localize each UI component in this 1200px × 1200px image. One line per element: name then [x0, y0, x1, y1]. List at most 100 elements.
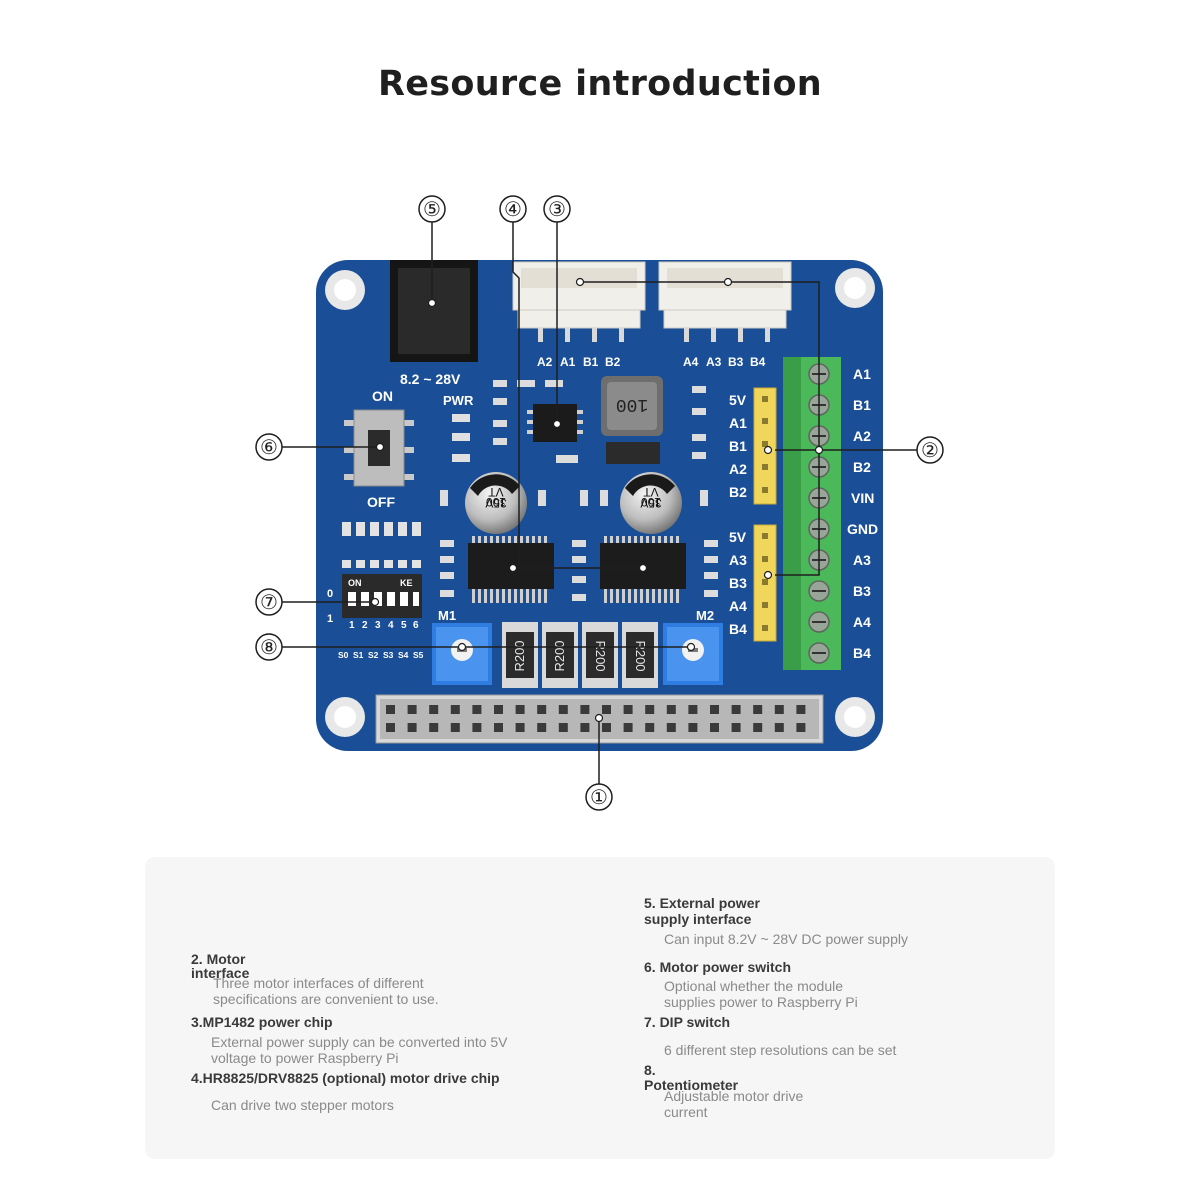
dip-s-label: S4 [398, 650, 409, 660]
gpio-pin [407, 705, 417, 714]
screw-terminal-block [783, 357, 841, 670]
dip-s-labels: S0 S1 S2 S3 S4 S5 [338, 650, 424, 660]
pin-header-2-labels: 5V A3 B3 A4 B4 [729, 529, 747, 637]
pin-label: B3 [728, 355, 744, 369]
callout-8: ⑧ [255, 633, 283, 661]
callout-7: ⑦ [255, 588, 283, 616]
gpio-pin [407, 723, 417, 732]
info-drive-chip: 4.HR8825/DRV8825 (optional) motor drive … [191, 1070, 500, 1113]
dip-number: 6 [413, 620, 419, 631]
terminal-label: B1 [853, 397, 871, 413]
callout-number: ① [590, 785, 608, 809]
potentiometer-m1 [432, 623, 492, 685]
gpio-pin [494, 705, 503, 714]
dip-row-1-label: 1 [327, 613, 333, 625]
right-connector-pin-labels: A4 A3 B3 B4 [683, 355, 766, 369]
callout-dots [370, 277, 824, 723]
potentiometer-m2 [663, 623, 723, 685]
callout-number: ② [921, 438, 939, 462]
callout-number: ⑧ [260, 635, 278, 659]
dip-row-0-label: 0 [327, 588, 333, 600]
page-title: Resource introduction [377, 64, 823, 104]
gpio-pin [580, 723, 590, 732]
gpio-pin [429, 723, 439, 732]
info-desc: 6 different step resolutions can be set [664, 1042, 897, 1058]
info-title: 7. DIP switch [644, 1014, 731, 1030]
gpio-pin [731, 723, 741, 732]
terminal-labels: A1 B1 A2 B2 VIN GND A3 B3 A4 B4 [847, 366, 878, 661]
capacitor-marking: VT [488, 485, 504, 499]
current-sense-resistors: R200 R200 R200 R200 [502, 622, 658, 688]
info-title: 5. External power [644, 895, 760, 911]
header-pin-label: A1 [729, 415, 747, 431]
gpio-pin [515, 723, 525, 732]
info-desc: Three motor interfaces of different [213, 975, 424, 991]
board-figure: 8.2 ~ 28V A2 A1 B1 B2 A4 A3 B3 B4 ON [255, 195, 944, 811]
pin-label: A1 [560, 355, 576, 369]
header-pin-label: B4 [729, 621, 747, 637]
callout-6: ⑥ [255, 433, 283, 461]
pin-label: A2 [537, 355, 553, 369]
capacitor-marking: 35V [485, 496, 506, 510]
motor-m2-label: M2 [696, 608, 714, 623]
gpio-pin [666, 723, 676, 732]
gpio-pin [710, 723, 719, 732]
terminal-label: B4 [853, 645, 871, 661]
gpio-pin [450, 705, 460, 714]
dip-number: 3 [375, 620, 381, 631]
gpio-pin [537, 723, 547, 732]
dip-s-label: S1 [353, 650, 364, 660]
dip-s-label: S5 [413, 650, 424, 660]
gpio-pin [645, 723, 655, 732]
inductor: 100 [601, 376, 663, 436]
info-desc: Can drive two stepper motors [211, 1097, 394, 1113]
info-title: 3.MP1482 power chip [191, 1014, 333, 1030]
dc-power-jack [390, 260, 478, 362]
gpio-pin [450, 723, 460, 732]
dip-number: 1 [349, 620, 355, 631]
gpio-pin [429, 705, 439, 714]
capacitor-marking: 100 [486, 495, 506, 509]
gpio-pin [580, 705, 590, 714]
capacitor-marking: VT [643, 485, 659, 499]
header-pin-label: A3 [729, 552, 747, 568]
gpio-pin [472, 723, 482, 732]
info-title: 4.HR8825/DRV8825 (optional) motor drive … [191, 1070, 500, 1086]
pwr-led-label: PWR [443, 393, 474, 408]
header-pin-label: A2 [729, 461, 747, 477]
gpio-pin [602, 705, 611, 714]
pin-label: B2 [605, 355, 621, 369]
inductor-marking: 100 [616, 394, 648, 414]
motor-m1-label: M1 [438, 608, 456, 623]
resistor-marking: R200 [593, 640, 608, 671]
terminal-label: B2 [853, 459, 871, 475]
info-potentiometer: 8. Potentiometer Adjustable motor drive … [644, 1062, 803, 1120]
gpio-pin [688, 705, 698, 714]
motor-connector-right [658, 261, 792, 342]
gpio-pin [558, 705, 568, 714]
header-pin-label: A4 [729, 598, 747, 614]
gpio-pin [386, 723, 395, 732]
motor-connector-left [512, 261, 646, 342]
gpio-pin [386, 705, 395, 714]
info-desc: specifications are convenient to use. [213, 991, 439, 1007]
switch-on-label: ON [372, 388, 393, 404]
gpio-pin [515, 705, 525, 714]
gpio-pin [796, 705, 806, 714]
gpio-pin [688, 723, 698, 732]
dip-s-label: S0 [338, 650, 349, 660]
terminal-label: GND [847, 521, 878, 537]
header-pin-label: B2 [729, 484, 747, 500]
pin-label: A3 [706, 355, 722, 369]
gpio-pin [731, 705, 741, 714]
power-voltage-label: 8.2 ~ 28V [400, 371, 461, 387]
pin-header-1-labels: 5V A1 B1 A2 B2 [729, 392, 747, 500]
power-switch [344, 409, 414, 487]
info-power-chip: 3.MP1482 power chip External power suppl… [191, 1014, 508, 1066]
dip-number-labels: 1 2 3 4 5 6 [349, 620, 419, 631]
info-title: supply interface [644, 911, 752, 927]
left-connector-pin-labels: A2 A1 B1 B2 [537, 355, 621, 369]
gpio-pin [774, 705, 784, 714]
header-pin-label: B1 [729, 438, 747, 454]
callout-number: ③ [548, 197, 566, 221]
